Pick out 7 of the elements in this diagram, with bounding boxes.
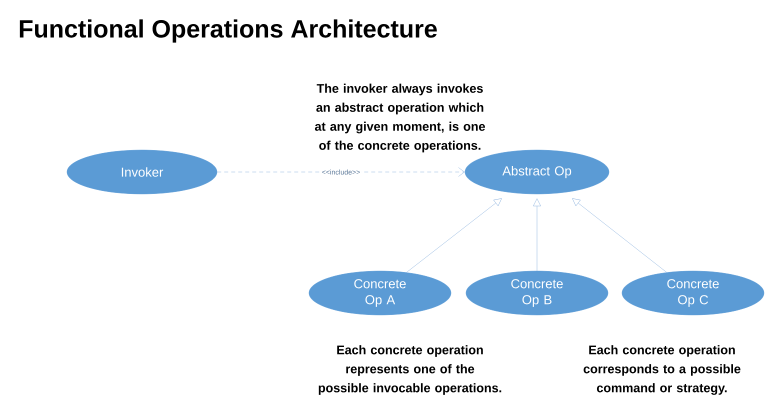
note-text: Each concrete operation represents one of the possible invocable operations. [318, 345, 502, 395]
note-text: The invoker always invokes an abstract operation which at any given moment, is one of the concrete operations. [314, 84, 485, 152]
note-text: Each concrete operation corresponds to a possible command or strategy. [584, 345, 740, 395]
title: Functional Operations Architecture [20, 19, 437, 43]
arrow [406, 198, 502, 273]
arrow [533, 198, 541, 271]
arrow [572, 198, 667, 273]
